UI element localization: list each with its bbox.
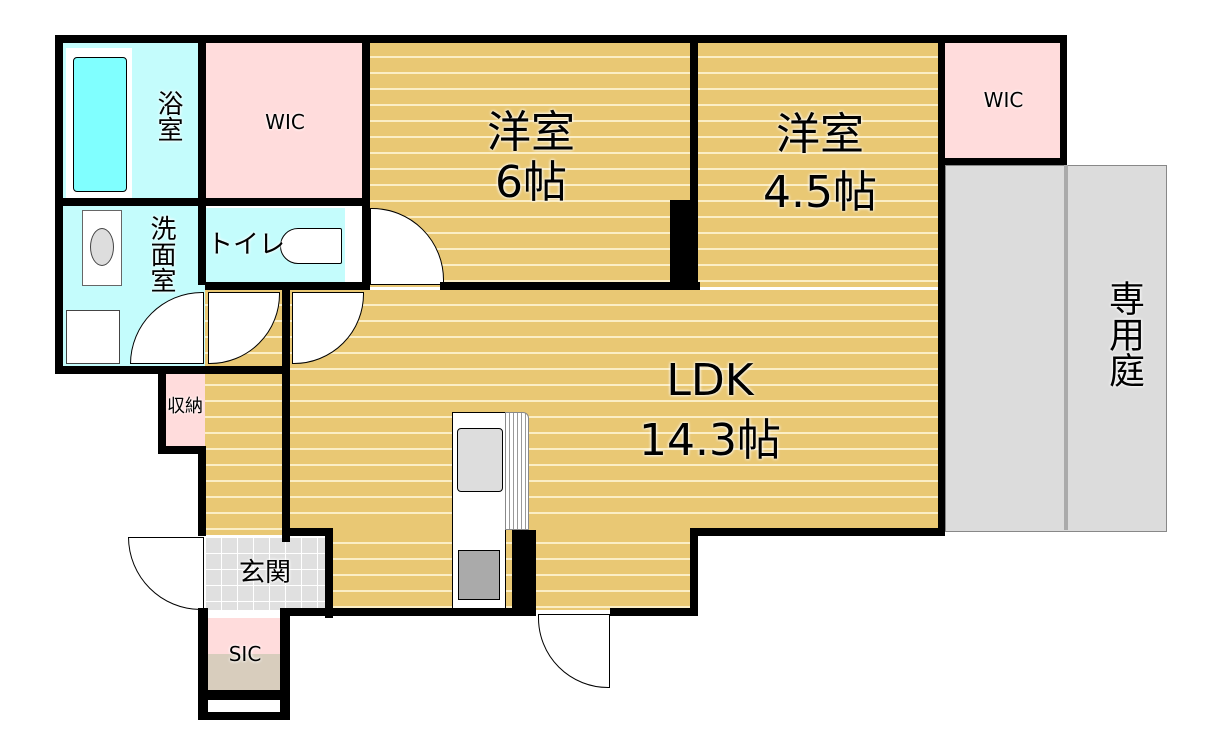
washing-machine [66, 310, 120, 364]
label-wic-left: WIC [265, 110, 305, 134]
toilet-fixture [280, 228, 342, 264]
storage-room [165, 372, 205, 448]
wall [198, 35, 206, 285]
wall [690, 528, 698, 615]
label-sic: SIC [228, 642, 262, 666]
wall [55, 35, 1067, 43]
washbasin-bowl [90, 228, 114, 266]
wall [280, 608, 536, 616]
door-ldk-exterior[interactable] [538, 614, 610, 688]
wall [158, 366, 166, 454]
wic-right-room [945, 42, 1062, 160]
label-washroom: 洗面室 [146, 215, 176, 293]
wall [198, 690, 290, 700]
wall [670, 200, 696, 286]
wall [198, 608, 208, 720]
wall [512, 530, 536, 610]
wall [325, 528, 333, 618]
wall [198, 446, 206, 536]
wall [55, 198, 365, 206]
label-ldk-name: LDK [666, 355, 754, 406]
wall [610, 608, 698, 616]
label-storage: 収納 [167, 396, 203, 417]
label-western2-size: 4.5帖 [763, 167, 877, 218]
wall [198, 712, 290, 720]
garden-area [945, 165, 1167, 532]
front-door[interactable] [128, 537, 204, 610]
bathtub-basin [73, 57, 127, 192]
sic-floor [208, 654, 284, 690]
counter-edge [505, 412, 529, 530]
label-wic-right: WIC [983, 88, 1024, 112]
label-western1-size: 6帖 [495, 157, 567, 208]
wall [690, 35, 698, 287]
entrance-floor [205, 537, 325, 610]
garden-divider [1064, 165, 1068, 530]
stove [458, 550, 500, 600]
western-room-45 [698, 42, 942, 287]
label-garden: 専用庭 [1103, 280, 1144, 388]
ldk-room [290, 290, 942, 530]
wic-left-room [205, 42, 365, 202]
label-western2-name: 洋室 [776, 109, 864, 160]
wall [938, 35, 945, 535]
wall [282, 282, 290, 542]
label-toilet: トイレ [206, 230, 285, 260]
wall [55, 366, 290, 374]
western-room-6 [368, 42, 694, 287]
sic-room [208, 618, 284, 654]
wall [690, 528, 945, 536]
wall [440, 282, 700, 290]
wall [282, 528, 332, 536]
wall [940, 158, 1067, 165]
wall [362, 35, 370, 287]
wall [1060, 35, 1067, 165]
ldk-room-lower [325, 528, 695, 610]
kitchen-sink [457, 428, 503, 492]
label-entrance: 玄関 [238, 558, 291, 588]
wall [280, 608, 290, 720]
label-bath: 浴室 [153, 90, 183, 142]
label-ldk-size: 14.3帖 [639, 415, 781, 466]
label-western1-name: 洋室 [487, 107, 575, 158]
wall [158, 446, 206, 454]
